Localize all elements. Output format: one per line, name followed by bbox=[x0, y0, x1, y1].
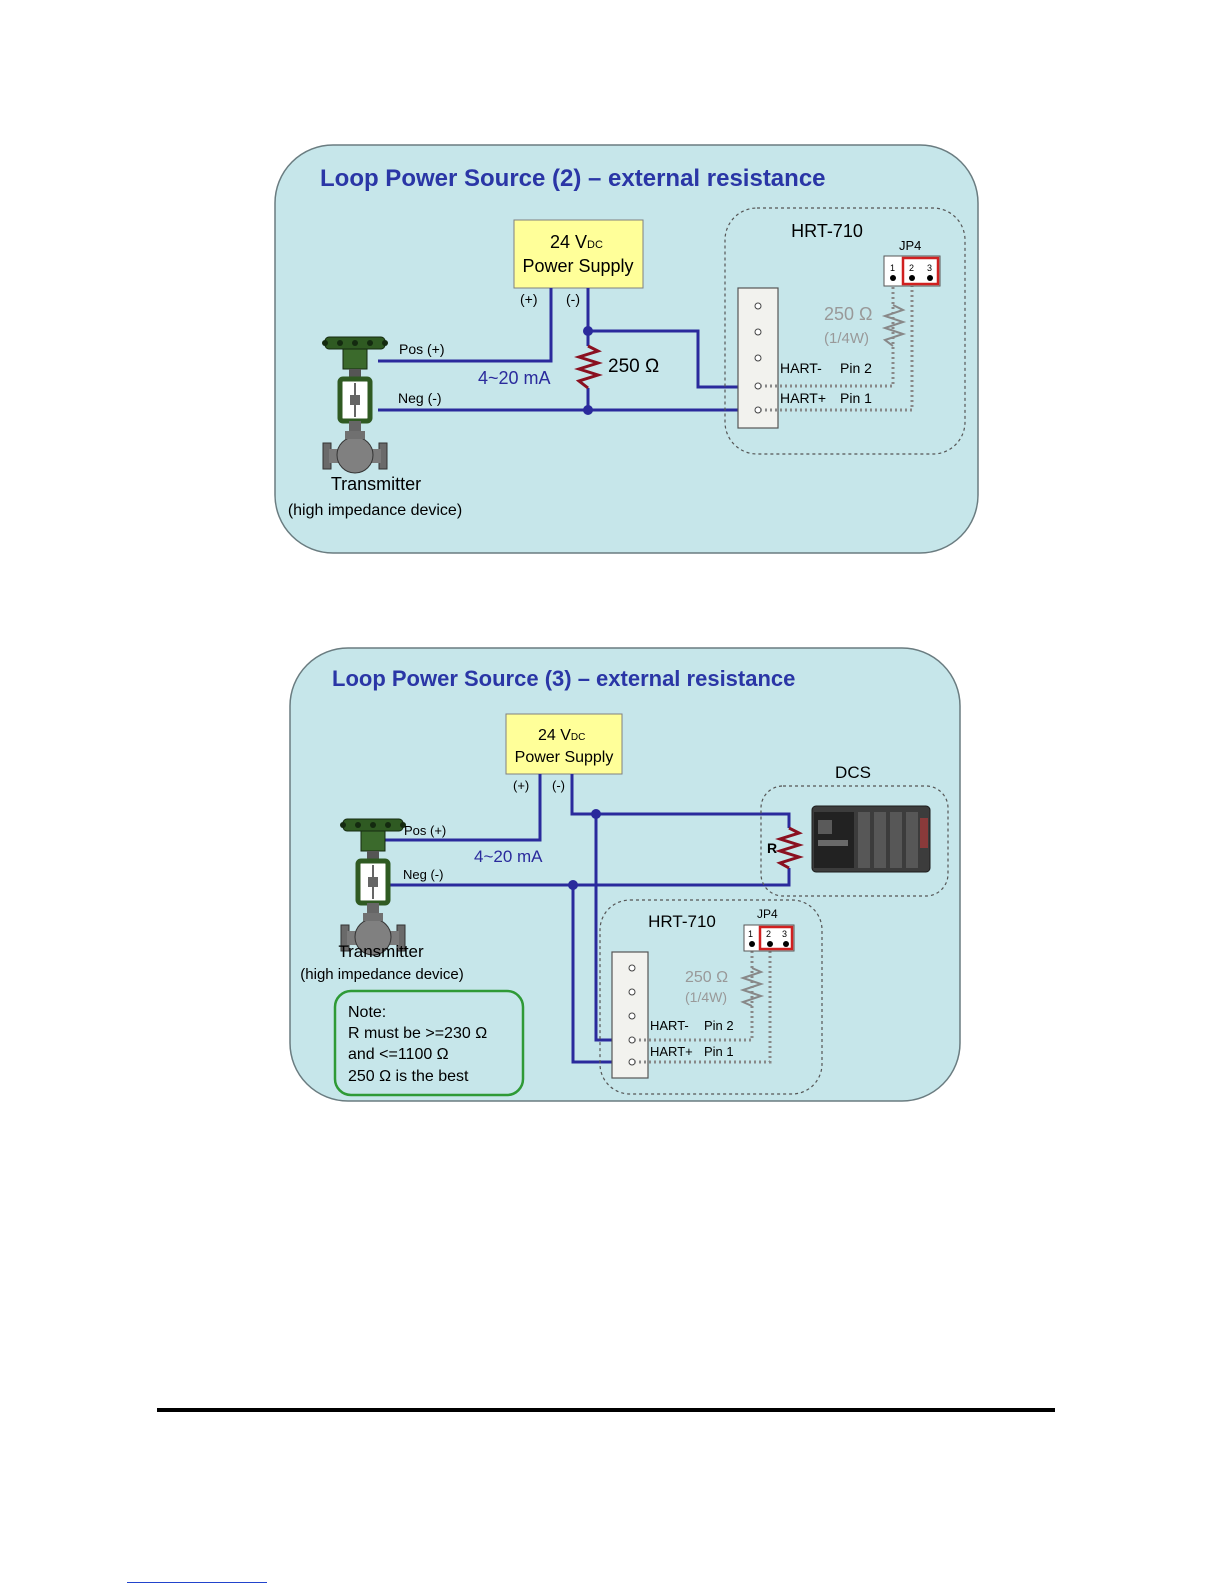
internal-resistor-rating: (1/4W) bbox=[824, 330, 869, 347]
jumper-pin-2: 2 bbox=[766, 929, 771, 939]
pos-label: Pos (+) bbox=[399, 341, 445, 357]
dcs-controller-icon bbox=[811, 805, 931, 873]
current-label: 4~20 mA bbox=[474, 847, 543, 866]
internal-resistor-icon bbox=[881, 304, 907, 347]
jumper-pin-1: 1 bbox=[890, 263, 895, 273]
pin1-label: Pin 1 bbox=[704, 1044, 734, 1059]
diagram-panel bbox=[289, 647, 961, 1102]
terminal-minus-label: (-) bbox=[566, 291, 580, 307]
terminal-minus-label: (-) bbox=[552, 778, 565, 793]
jumper-dot bbox=[783, 941, 789, 947]
jumper-dot bbox=[890, 275, 896, 281]
note-box bbox=[333, 989, 525, 1097]
terminal-plus-label: (+) bbox=[520, 291, 538, 307]
resistor-icon bbox=[574, 344, 603, 390]
power-supply-voltage: 24 VDC bbox=[538, 727, 585, 744]
footer-rule bbox=[157, 1408, 1055, 1412]
internal-resistor-icon bbox=[739, 967, 765, 1007]
terminal-plus-label: (+) bbox=[513, 778, 529, 793]
terminal-screws bbox=[628, 964, 636, 1066]
hart-minus-label: HART- bbox=[780, 360, 822, 376]
transmitter-name: Transmitter bbox=[338, 942, 424, 961]
power-supply-label: Power Supply bbox=[515, 749, 614, 766]
pin2-label: Pin 2 bbox=[840, 360, 872, 376]
jumper-shunt bbox=[901, 256, 940, 286]
jumper-pin-1: 1 bbox=[748, 929, 753, 939]
diagram-panel bbox=[274, 144, 979, 554]
terminal-screws bbox=[754, 302, 762, 414]
dcs-resistor-icon bbox=[775, 826, 804, 870]
junction-dot bbox=[583, 326, 593, 336]
diagram-title: Loop Power Source (3) – external resista… bbox=[332, 666, 795, 691]
transmitter-desc: (high impedance device) bbox=[300, 966, 463, 983]
power-supply-voltage: 24 VDC bbox=[550, 232, 603, 252]
jumper-label: JP4 bbox=[899, 238, 921, 253]
note-line: 250 Ω is the best bbox=[348, 1068, 469, 1085]
jumper-pin-3: 3 bbox=[782, 929, 787, 939]
device-label: HRT-710 bbox=[648, 912, 716, 931]
note-line: and <=1100 Ω bbox=[348, 1046, 449, 1063]
hart-plus-label: HART+ bbox=[650, 1044, 693, 1059]
power-supply-box bbox=[505, 713, 623, 775]
jumper-shunt bbox=[758, 925, 794, 951]
current-label: 4~20 mA bbox=[478, 368, 551, 388]
internal-resistor-value: 250 Ω bbox=[685, 969, 728, 986]
footer-link-underline bbox=[127, 1582, 267, 1583]
diagram-title: Loop Power Source (2) – external resista… bbox=[320, 165, 826, 192]
junction-dot bbox=[583, 405, 593, 415]
note-line: Note: bbox=[348, 1004, 386, 1021]
jumper-pin-3: 3 bbox=[927, 263, 932, 273]
hart-plus-label: HART+ bbox=[780, 390, 826, 406]
junction-dot bbox=[568, 880, 578, 890]
device-label: HRT-710 bbox=[791, 221, 863, 241]
diagram-2: Loop Power Source (3) – external resista… bbox=[289, 647, 961, 1102]
transmitter-desc: (high impedance device) bbox=[288, 502, 462, 519]
internal-resistor-value: 250 Ω bbox=[824, 304, 873, 324]
dcs-label: DCS bbox=[835, 763, 871, 782]
jumper-dot bbox=[927, 275, 933, 281]
neg-label: Neg (-) bbox=[403, 867, 443, 882]
power-supply-label: Power Supply bbox=[522, 256, 633, 276]
jumper-label: JP4 bbox=[757, 907, 778, 921]
hart-minus-label: HART- bbox=[650, 1018, 689, 1033]
jumper-dot bbox=[767, 941, 773, 947]
hrt710-boundary bbox=[599, 899, 823, 1095]
pos-label: Pos (+) bbox=[404, 823, 446, 838]
junction-dot bbox=[591, 809, 601, 819]
power-supply-box bbox=[513, 219, 644, 289]
note-line: R must be >=230 Ω bbox=[348, 1025, 487, 1042]
pin2-label: Pin 2 bbox=[704, 1018, 734, 1033]
hrt710-boundary bbox=[724, 207, 966, 455]
jumper-pin-2: 2 bbox=[909, 263, 914, 273]
dcs-resistor-label: R bbox=[767, 840, 777, 856]
external-resistor-label: 250 Ω bbox=[608, 356, 659, 377]
pin1-label: Pin 1 bbox=[840, 390, 872, 406]
internal-resistor-rating: (1/4W) bbox=[685, 989, 727, 1005]
transmitter-name: Transmitter bbox=[331, 474, 421, 494]
diagram-1: Loop Power Source (2) – external resista… bbox=[274, 144, 979, 554]
neg-label: Neg (-) bbox=[398, 390, 442, 406]
jumper-dot bbox=[749, 941, 755, 947]
jumper-dot bbox=[909, 275, 915, 281]
dcs-boundary bbox=[760, 785, 949, 897]
